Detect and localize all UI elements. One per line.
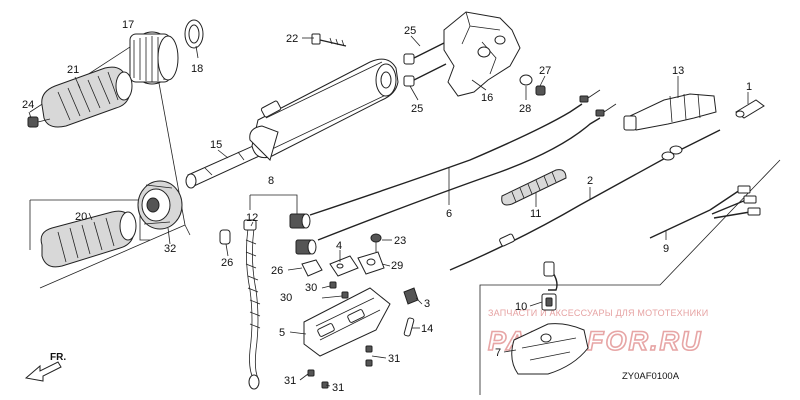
callout-20: 20 xyxy=(75,211,87,223)
part-23-screw xyxy=(370,233,382,252)
part-27-nut xyxy=(535,85,546,96)
part-12-lanyard xyxy=(243,219,261,390)
part-26-clips xyxy=(219,229,323,277)
callout-6: 6 xyxy=(446,208,452,220)
callout-8: 8 xyxy=(268,175,274,187)
callout-25b: 25 xyxy=(411,103,423,115)
callout-18: 18 xyxy=(191,63,203,75)
callout-9: 9 xyxy=(663,243,669,255)
tiller-arm xyxy=(249,58,399,161)
part-1-clip xyxy=(735,99,765,119)
callout-30a: 30 xyxy=(305,282,317,294)
part-25-bolts xyxy=(403,41,447,87)
callout-7: 7 xyxy=(495,347,501,359)
callout-21: 21 xyxy=(67,64,79,76)
callout-1: 1 xyxy=(746,81,752,93)
part-21-grip xyxy=(41,66,133,128)
callout-leaders xyxy=(28,35,749,387)
callout-5: 5 xyxy=(279,327,285,339)
cables xyxy=(309,89,761,291)
callout-10: 10 xyxy=(515,301,527,313)
part-31-screws xyxy=(307,345,373,389)
callout-15: 15 xyxy=(210,139,222,151)
part-8-connectors xyxy=(249,194,317,255)
part-14-pin xyxy=(403,317,415,337)
callout-14: 14 xyxy=(421,323,433,335)
part-3-cap xyxy=(403,287,419,305)
callout-29: 29 xyxy=(391,260,403,272)
part-13-connector xyxy=(623,93,717,131)
part-7-switch-housing xyxy=(511,323,589,375)
part-30-screws xyxy=(329,281,349,299)
part-17-bearing xyxy=(129,31,179,85)
callout-28: 28 xyxy=(519,103,531,115)
switch-box-outline xyxy=(479,159,781,395)
callout-32: 32 xyxy=(164,243,176,255)
part-29-clamp xyxy=(357,251,385,275)
callout-3: 3 xyxy=(424,298,430,310)
callout-11: 11 xyxy=(530,208,541,220)
callout-27: 27 xyxy=(539,65,551,77)
part-20-grip xyxy=(40,210,137,268)
part-22-bolt xyxy=(311,33,347,47)
callout-16: 16 xyxy=(481,92,493,104)
callout-24: 24 xyxy=(22,99,34,111)
part-5-cover xyxy=(303,287,391,357)
watermark-tagline: ЗАПЧАСТИ И АКСЕССУАРЫ ДЛЯ МОТОТЕХНИКИ xyxy=(488,308,708,318)
diagram-code: ZY0AF0100A xyxy=(622,371,680,382)
part-28-washer xyxy=(519,74,533,86)
part-32-friction-assembly xyxy=(137,180,183,230)
part-24-screw xyxy=(27,116,51,128)
direction-label: FR. xyxy=(50,352,66,363)
callout-22: 22 xyxy=(286,33,298,45)
callout-31c: 31 xyxy=(332,382,344,394)
part-10-switch xyxy=(541,261,557,311)
callout-30b: 30 xyxy=(280,292,292,304)
callout-23: 23 xyxy=(394,235,406,247)
callout-17: 17 xyxy=(122,19,134,31)
callout-31b: 31 xyxy=(284,375,296,387)
part-4-plate xyxy=(329,255,359,277)
callout-2: 2 xyxy=(587,175,593,187)
callout-labels: 1 2 3 4 5 6 7 8 9 10 11 12 13 14 15 16 1… xyxy=(22,19,752,394)
front-direction-arrow-icon: FR. xyxy=(24,352,66,382)
part-18-ring xyxy=(184,19,204,49)
callout-4: 4 xyxy=(336,240,342,252)
callout-12: 12 xyxy=(246,212,258,224)
part-16-bracket xyxy=(443,11,521,97)
callout-31a: 31 xyxy=(388,353,400,365)
callout-26b: 26 xyxy=(271,265,283,277)
callout-13: 13 xyxy=(672,65,684,77)
callout-26a: 26 xyxy=(221,257,233,269)
callout-25a: 25 xyxy=(404,25,416,37)
